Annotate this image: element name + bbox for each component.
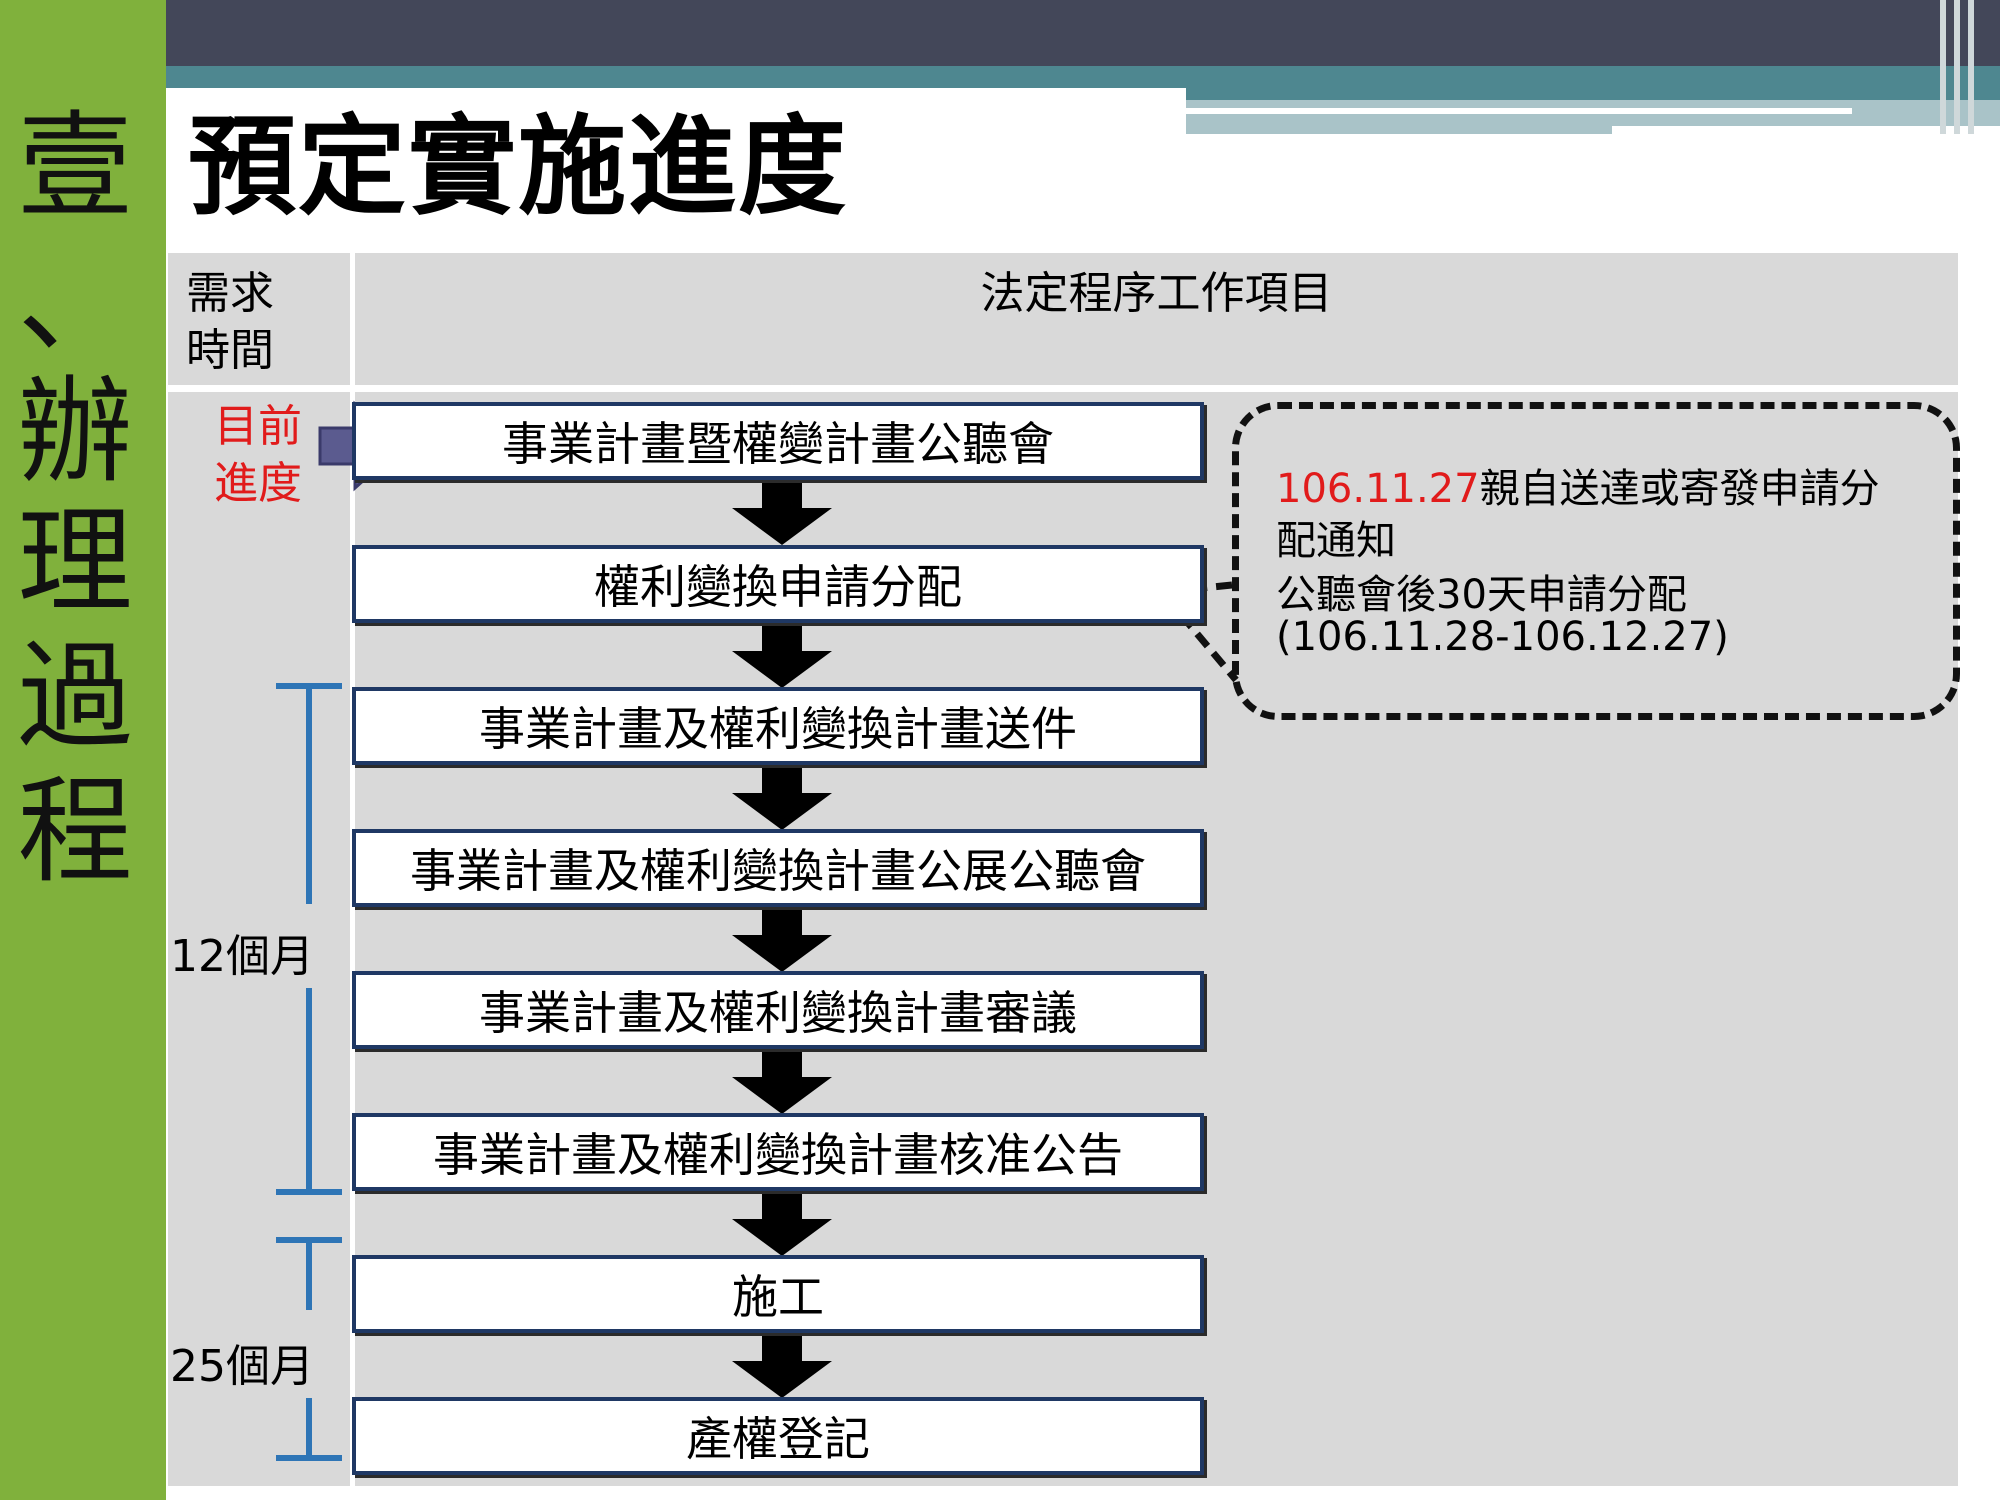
sidebar-char: 過 xyxy=(17,630,133,764)
down-arrow-icon xyxy=(732,1193,832,1256)
step-box-allocation: 權利變換申請分配 xyxy=(352,545,1204,623)
note-line-3: 公聽會後30天申請分配 xyxy=(1276,572,1687,618)
duration-label-25: 25個月 xyxy=(170,1341,314,1392)
corner-stripe xyxy=(1968,0,1974,134)
sidebar: 壹 、 辦 理 過 程 xyxy=(0,0,166,1500)
title-band xyxy=(166,88,1186,108)
step-box-submission: 事業計畫及權利變換計畫送件 xyxy=(352,687,1204,765)
down-arrow-icon xyxy=(732,1335,832,1398)
note-line-1: 106.11.27親自送達或寄發申請分 xyxy=(1276,456,1880,514)
corner-stripe xyxy=(1954,0,1960,134)
step-box-approval: 事業計畫及權利變換計畫核准公告 xyxy=(352,1113,1204,1191)
note-line-4: (106.11.28-106.12.27) xyxy=(1276,614,1729,660)
duration-label-12: 12個月 xyxy=(170,931,314,982)
down-arrow-icon xyxy=(732,625,832,688)
column-header-time: 需求 時間 xyxy=(186,265,274,379)
sidebar-char: 、 xyxy=(17,235,133,369)
sidebar-char: 辦 xyxy=(17,365,133,499)
header-line: 需求 xyxy=(186,268,274,319)
note-text: 親自送達或寄發申請分 xyxy=(1479,466,1880,512)
accent-line xyxy=(1612,126,2000,134)
step-box-registration: 產權登記 xyxy=(352,1397,1204,1475)
step-box-construction: 施工 xyxy=(352,1255,1204,1333)
sidebar-char: 壹 xyxy=(17,100,133,234)
accent-line xyxy=(1186,108,1852,114)
down-arrow-icon xyxy=(732,767,832,830)
note-date: 106.11.27 xyxy=(1276,466,1480,512)
duration-bracket-12 xyxy=(276,683,342,1195)
page-title: 預定實施進度 xyxy=(188,104,849,230)
header-cell-time xyxy=(168,253,350,385)
sidebar-char: 理 xyxy=(17,495,133,629)
callout-note xyxy=(1232,402,1960,720)
step-box-hearing: 事業計畫暨權變計畫公聽會 xyxy=(352,402,1204,480)
current-progress-label: 目前 進度 xyxy=(214,398,302,512)
body-cell-time xyxy=(168,392,350,1486)
corner-stripe xyxy=(1940,0,1946,134)
step-box-exhibition: 事業計畫及權利變換計畫公展公聽會 xyxy=(352,829,1204,907)
down-arrow-icon xyxy=(732,482,832,545)
header-cell-items xyxy=(355,253,1958,385)
header-line: 時間 xyxy=(186,325,274,377)
column-header-items: 法定程序工作項目 xyxy=(980,268,1333,319)
down-arrow-icon xyxy=(732,909,832,972)
note-line-2: 配通知 xyxy=(1276,518,1396,564)
progress-line: 目前 xyxy=(214,401,302,452)
sidebar-char: 程 xyxy=(17,765,133,899)
down-arrow-icon xyxy=(732,1051,832,1114)
progress-line: 進度 xyxy=(214,458,302,510)
duration-bracket-25 xyxy=(276,1237,342,1461)
step-box-review: 事業計畫及權利變換計畫審議 xyxy=(352,971,1204,1049)
top-bar xyxy=(166,0,2000,66)
